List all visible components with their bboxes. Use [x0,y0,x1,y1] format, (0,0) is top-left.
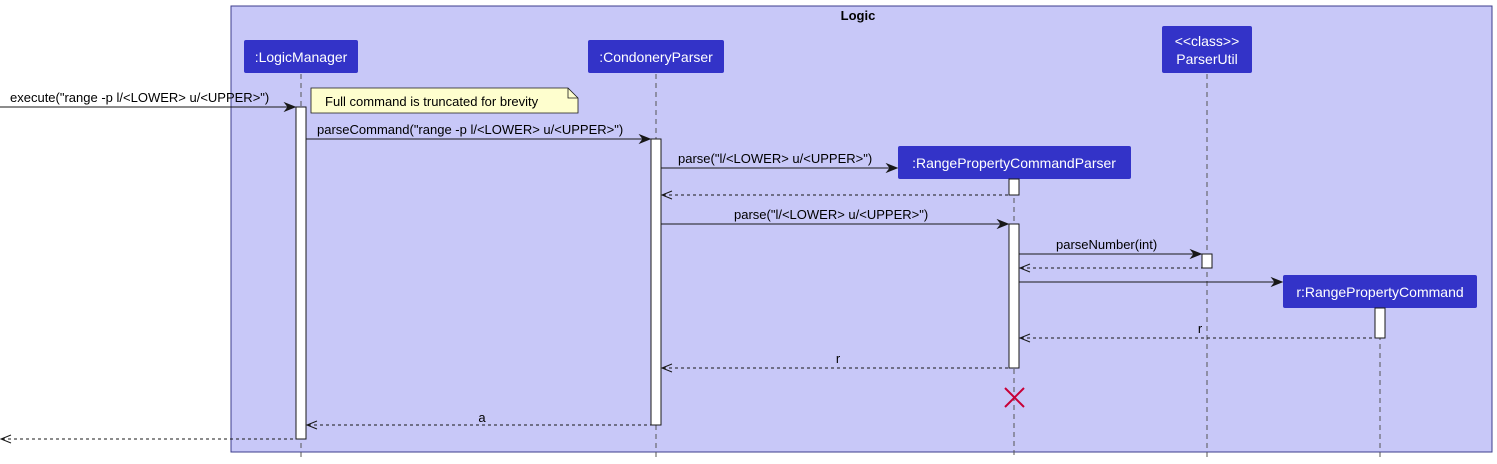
participant-rangepropertycommand[interactable]: r:RangePropertyCommand [1283,275,1477,308]
arrowhead-create-parser [885,162,899,174]
message-label-parse-command-return: a [478,410,486,425]
activation-rpcp-parse [1008,223,1020,369]
participant-logicmanager[interactable]: :LogicManager [244,40,358,73]
arrowhead-execute [283,101,297,113]
participant-label: r:RangePropertyCommand [1296,284,1463,300]
note-fold [567,88,578,99]
arrowhead-parse-number-return [1018,263,1031,273]
note-text: Full command is truncated for brevity [325,94,539,109]
arrowhead-parse-return [660,363,673,373]
participant-label: :CondoneryParser [599,49,713,65]
arrowhead-create-parser-return [660,190,673,200]
participant-box [1162,26,1252,73]
participant-box [588,40,724,73]
arrowhead-parse [996,218,1010,230]
activation-condoneryparser [650,138,662,426]
message-label-create-parser: parse("l/<LOWER> u/<UPPER>") [678,151,872,166]
participant-parserutil[interactable]: <<class>> ParserUtil [1162,26,1252,73]
message-label-parse: parse("l/<LOWER> u/<UPPER>") [734,207,928,222]
activation-rpcp-create [1008,178,1020,196]
participant-box [244,40,358,73]
participant-label: :LogicManager [255,49,348,65]
note-shape [310,87,579,114]
activation-rangepropertycommand [1374,307,1386,339]
message-label-parse-return: r [836,351,841,366]
arrowhead-parse-command-return [305,420,318,430]
note: Full command is truncated for brevity [310,87,579,114]
message-label-parse-command: parseCommand("range -p l/<LOWER> u/<UPPE… [317,122,623,137]
message-label-execute: execute("range -p l/<LOWER> u/<UPPER>") [10,90,269,105]
arrowhead-parse-command [638,133,652,145]
message-label-command-return: r [1198,321,1203,336]
activation-logicmanager [295,106,307,440]
participant-box [898,146,1131,179]
participant-condoneryparser[interactable]: :CondoneryParser [588,40,724,73]
logic-frame [230,5,1493,453]
arrowhead-parse-number [1189,248,1203,260]
arrowhead-execute-return [0,434,12,444]
frame-title: Logic [841,8,876,23]
participant-stereotype: <<class>> [1175,33,1240,49]
participant-rangepropertycommandparser[interactable]: :RangePropertyCommandParser [898,146,1131,179]
destroy-icon [1004,387,1025,408]
message-label-parse-number: parseNumber(int) [1056,237,1157,252]
arrowhead-create-command [1270,276,1284,288]
activation-parserutil [1201,253,1213,269]
participant-box [1283,275,1477,308]
participant-label: ParserUtil [1176,51,1237,67]
arrowhead-command-return [1018,333,1031,343]
participant-label: :RangePropertyCommandParser [912,155,1116,171]
